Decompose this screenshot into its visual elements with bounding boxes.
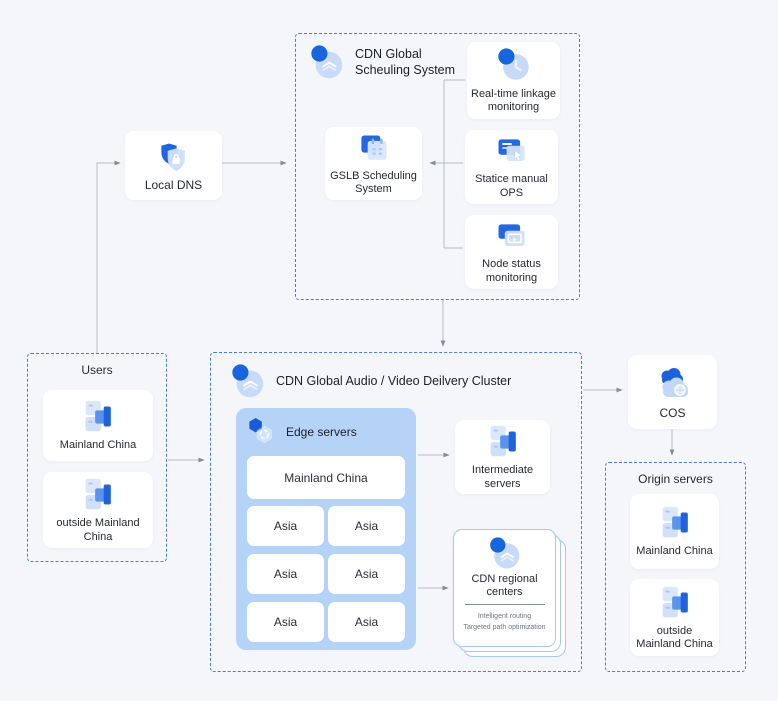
static-manual-ops-node: Statice manual OPS — [465, 130, 558, 204]
users-group-title: Users — [81, 363, 113, 377]
server-icon — [79, 398, 117, 436]
dns-shield-icon — [156, 139, 192, 175]
users-outside-mainland-china-label: outside Mainland China — [56, 517, 140, 543]
intermediate-servers-node: Intermediate servers — [455, 420, 550, 494]
edge-servers-title: Edge servers — [286, 425, 357, 439]
edge-region-asia: Asia — [328, 506, 405, 546]
cdn-cloud-icon — [487, 536, 523, 572]
server-icon — [484, 423, 522, 461]
realtime-monitoring-node: Real-time linkage monitoring — [467, 42, 560, 119]
regional-centers-feature: Targeted path optimization — [463, 624, 546, 632]
cos-node: COS — [628, 355, 717, 429]
server-icon — [656, 504, 694, 542]
gslb-scheduling-node: GSLB Scheduling System — [325, 127, 422, 200]
users-outside-mainland-china-node: outside Mainland China — [43, 472, 153, 548]
cos-cloud-icon — [653, 363, 693, 403]
edge-region-mainland-china: Mainland China — [247, 456, 405, 499]
server-icon — [656, 584, 694, 622]
manual-ops-cursor-icon — [494, 134, 530, 170]
node-status-monitoring-label: Node status monitoring — [482, 258, 541, 284]
delivery-cluster-group: CDN Global Audio / Video Deilvery Cluste… — [210, 352, 582, 672]
local-dns-label: Local DNS — [144, 177, 203, 192]
gslb-scheduling-label: GSLB Scheduling System — [330, 169, 417, 195]
cdn-cloud-icon — [308, 44, 346, 82]
realtime-monitoring-label: Real-time linkage monitoring — [471, 87, 556, 113]
origin-servers-group: Origin servers Mainland China outside Ma… — [605, 462, 746, 672]
regional-centers-title: CDN regional centers — [471, 573, 538, 599]
node-status-monitoring-node: Node status monitoring — [465, 215, 558, 289]
users-mainland-china-node: Mainland China — [43, 390, 153, 461]
server-icon — [79, 476, 117, 514]
edge-region-asia: Asia — [247, 602, 324, 642]
static-manual-ops-label: Statice manual OPS — [475, 173, 548, 199]
origin-outside-mainland-china-label: outside Mainland China — [636, 624, 713, 650]
regional-centers-feature: Intelligent routing — [477, 613, 532, 621]
cdn-cloud-icon — [229, 363, 267, 401]
intermediate-servers-label: Intermediate servers — [471, 464, 534, 490]
connector-scheduling-trunk — [443, 79, 465, 249]
regional-centers-node: CDN regional centers Intelligent routing… — [453, 529, 556, 647]
local-dns-node: Local DNS — [125, 131, 222, 200]
edge-region-asia: Asia — [328, 602, 405, 642]
edge-servers-header: Edge servers — [246, 416, 357, 448]
edge-region-asia: Asia — [247, 554, 324, 594]
origin-servers-title: Origin servers — [638, 472, 713, 486]
clock-monitoring-icon — [495, 47, 533, 85]
origin-mainland-china-node: Mainland China — [630, 494, 719, 569]
connector-users-to-localdns — [96, 160, 121, 353]
origin-mainland-china-label: Mainland China — [636, 545, 713, 558]
edge-region-asia: Asia — [328, 554, 405, 594]
calendar-schedule-icon — [356, 131, 392, 167]
scheduling-system-group: CDN Global Scheuling System — [295, 33, 580, 300]
users-mainland-china-label: Mainland China — [59, 439, 137, 452]
cos-label: COS — [659, 406, 686, 421]
users-group: Users Mainland China outside Mainland Ch… — [27, 353, 167, 562]
delivery-cluster-title: CDN Global Audio / Video Deilvery Cluste… — [276, 374, 512, 389]
scheduling-system-header: CDN Global Scheuling System — [308, 44, 475, 82]
node-screens-icon — [494, 219, 530, 255]
scheduling-system-title: CDN Global Scheuling System — [355, 47, 456, 77]
edge-hexagon-icon — [246, 416, 278, 448]
origin-outside-mainland-china-node: outside Mainland China — [630, 579, 719, 656]
edge-servers-panel: Edge servers Mainland China Asia Asia As… — [236, 408, 416, 650]
regional-centers-divider — [464, 604, 545, 606]
delivery-cluster-header: CDN Global Audio / Video Deilvery Cluste… — [229, 363, 511, 401]
edge-region-asia: Asia — [247, 506, 324, 546]
